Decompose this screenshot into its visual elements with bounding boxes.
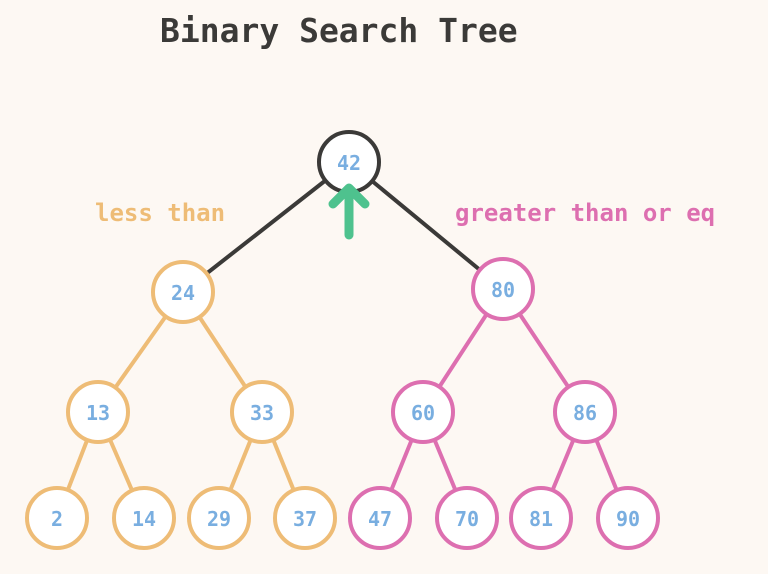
tree-nodes: 42 24 80 13 33 60 86 2 <box>25 130 660 550</box>
node-value: 70 <box>455 507 479 531</box>
tree-node-right: 80 <box>471 257 535 321</box>
node-circle <box>273 486 337 550</box>
node-value: 47 <box>368 507 392 531</box>
node-value: 29 <box>207 507 231 531</box>
node-value: 14 <box>132 507 156 531</box>
node-value: 33 <box>250 401 274 425</box>
node-value: 24 <box>171 281 195 305</box>
node-value: 2 <box>51 507 63 531</box>
node-value: 42 <box>337 151 361 175</box>
node-circle <box>187 486 251 550</box>
node-circle <box>151 260 215 324</box>
node-value: 60 <box>411 401 435 425</box>
edge-root-right <box>347 160 505 291</box>
node-circle <box>230 380 294 444</box>
node-circle <box>25 486 89 550</box>
tree-leaf: 90 <box>596 486 660 550</box>
node-value: 81 <box>529 507 553 531</box>
node-circle <box>553 380 617 444</box>
tree-node-root: 42 <box>317 130 381 194</box>
node-circle <box>435 486 499 550</box>
node-value: 90 <box>616 507 640 531</box>
node-value: 13 <box>86 401 110 425</box>
tree-node-right-right: 86 <box>553 380 617 444</box>
node-value: 80 <box>491 278 515 302</box>
edge-root-left <box>181 160 351 294</box>
tree-leaf: 2 <box>25 486 89 550</box>
page-title: Binary Search Tree <box>160 11 518 50</box>
node-value: 37 <box>293 507 317 531</box>
less-than-label: less than <box>95 199 225 227</box>
tree-node-left-right: 33 <box>230 380 294 444</box>
up-arrow-icon <box>328 183 370 240</box>
node-circle <box>596 486 660 550</box>
tree-node-left-left: 13 <box>66 380 130 444</box>
tree-node-left: 24 <box>151 260 215 324</box>
node-circle <box>112 486 176 550</box>
node-circle <box>509 486 573 550</box>
tree-leaf: 14 <box>112 486 176 550</box>
node-circle <box>66 380 130 444</box>
greater-than-or-eq-label: greater than or eq <box>455 199 715 227</box>
node-circle <box>348 486 412 550</box>
node-circle <box>471 257 535 321</box>
tree-leaf: 81 <box>509 486 573 550</box>
tree-node-right-left: 60 <box>391 380 455 444</box>
tree-leaf: 29 <box>187 486 251 550</box>
node-value: 86 <box>573 401 597 425</box>
tree-leaf: 70 <box>435 486 499 550</box>
node-circle <box>391 380 455 444</box>
tree-leaf: 47 <box>348 486 412 550</box>
tree-leaf: 37 <box>273 486 337 550</box>
